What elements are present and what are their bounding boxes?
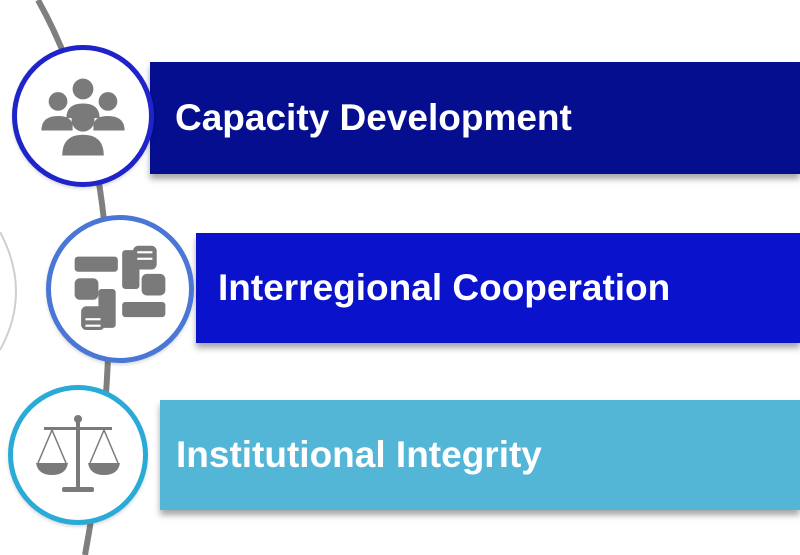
banner-label: Interregional Cooperation	[218, 267, 671, 308]
badge-interregional-cooperation	[46, 215, 194, 363]
joined-hands-icon	[74, 245, 166, 331]
banner-label: Capacity Development	[175, 97, 572, 138]
banner-label: Institutional Integrity	[176, 434, 542, 475]
balance-scale-icon	[36, 415, 120, 492]
badge-institutional-integrity	[8, 385, 148, 525]
banner-interregional-cooperation: Interregional Cooperation	[196, 233, 800, 343]
badge-capacity-development	[12, 45, 154, 187]
banner-institutional-integrity: Institutional Integrity	[160, 400, 800, 510]
banner-capacity-development: Capacity Development	[150, 62, 800, 174]
people-group-icon	[41, 78, 125, 156]
